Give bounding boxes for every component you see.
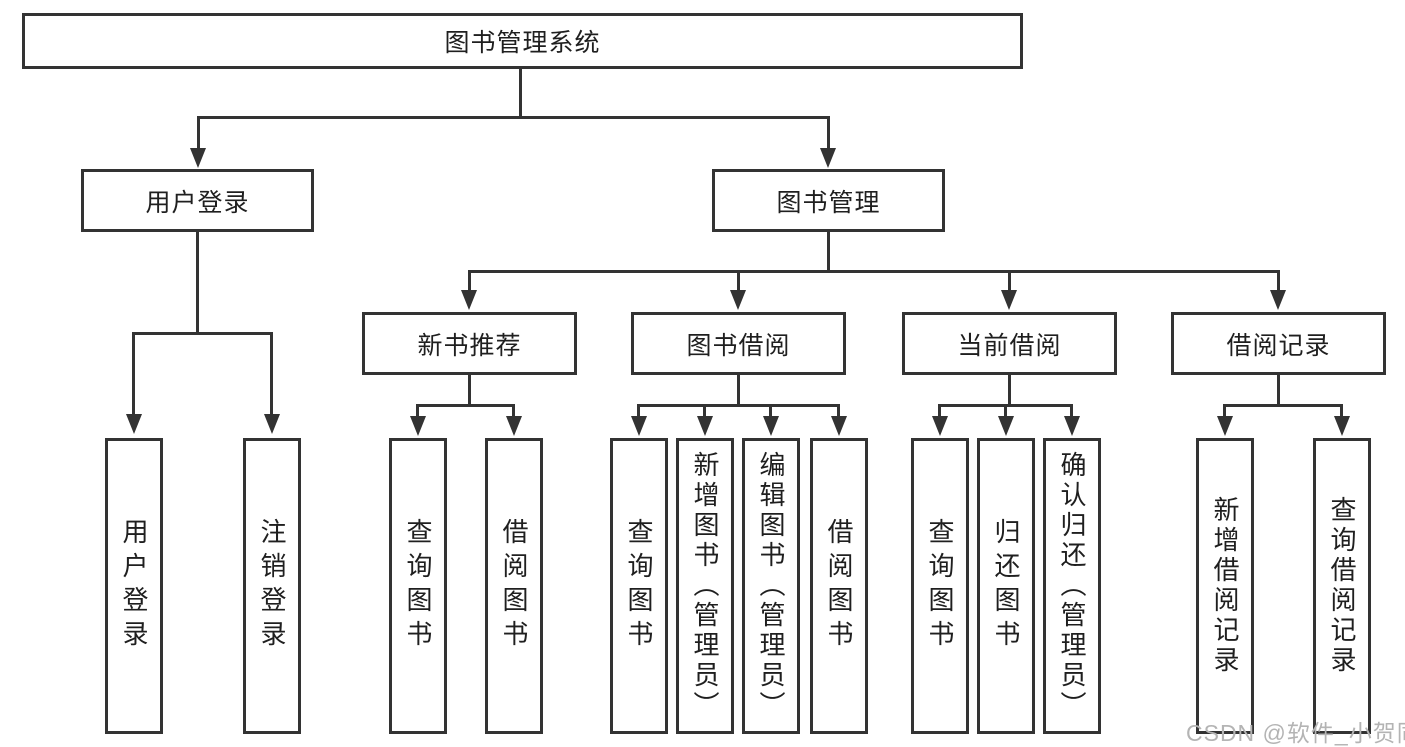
arrow-down-icon: [1334, 416, 1350, 436]
arrow-down-icon: [190, 148, 206, 168]
node-label: 借阅记录: [1226, 331, 1331, 360]
connector-user-login-stem: [196, 229, 199, 335]
node-book-management: 图书管理: [712, 169, 945, 232]
leaf-confirm-return-admin: 确认归还（管理员）: [1043, 438, 1101, 734]
leaf-label: 查询借阅记录: [1327, 496, 1357, 676]
connector-book-management-split: [468, 270, 1280, 273]
node-label: 当前借阅: [957, 331, 1062, 360]
arrow-down-icon: [932, 416, 948, 436]
node-label: 图书管理: [776, 188, 881, 217]
leaf-label: 借阅图书: [824, 518, 854, 654]
node-new-book-recommend: 新书推荐: [362, 312, 577, 375]
leaf-label: 新增借阅记录: [1210, 496, 1240, 676]
arrow-down-icon: [1217, 416, 1233, 436]
leaf-label: 新增图书（管理员）: [690, 451, 720, 721]
connector-drop-book-management: [827, 116, 830, 152]
connector-drop-borrow-records: [1277, 270, 1280, 292]
leaf-query-books-borrow: 查询图书: [610, 438, 668, 734]
leaf-add-borrow-record: 新增借阅记录: [1196, 438, 1254, 734]
leaf-return-book: 归还图书: [977, 438, 1035, 734]
node-current-borrow: 当前借阅: [902, 312, 1117, 375]
connector-user-login-split: [132, 332, 273, 335]
arrow-down-icon: [1064, 416, 1080, 436]
connector-drop: [1004, 404, 1007, 418]
node-label: 新书推荐: [417, 331, 522, 360]
connector-drop: [416, 404, 419, 418]
connector-drop-user-login: [197, 116, 200, 152]
leaf-query-books-current: 查询图书: [911, 438, 969, 734]
connector-drop: [1223, 404, 1226, 418]
connector-drop: [1340, 404, 1343, 418]
leaf-label: 编辑图书（管理员）: [756, 451, 786, 721]
leaf-label: 归还图书: [991, 518, 1021, 654]
leaf-edit-book-admin: 编辑图书（管理员）: [742, 438, 800, 734]
connector-drop-leaf-user-login: [132, 332, 135, 416]
leaf-label: 借阅图书: [499, 518, 529, 654]
connector-drop: [512, 404, 515, 418]
connector-drop-leaf-logout: [270, 332, 273, 416]
arrow-down-icon: [730, 290, 746, 310]
leaf-borrow-books: 借阅图书: [810, 438, 868, 734]
leaf-label: 确认归还（管理员）: [1057, 451, 1087, 721]
arrow-down-icon: [820, 148, 836, 168]
arrow-down-icon: [998, 416, 1014, 436]
node-book-borrow: 图书借阅: [631, 312, 846, 375]
arrow-down-icon: [461, 290, 477, 310]
arrow-down-icon: [126, 414, 142, 434]
connector-new-book-stem: [468, 373, 471, 407]
arrow-down-icon: [697, 416, 713, 436]
connector-drop: [637, 404, 640, 418]
csdn-watermark: CSDN @软件_小贺同学: [1186, 720, 1405, 746]
node-label: 图书借阅: [686, 331, 791, 360]
leaf-query-books-recommend: 查询图书: [389, 438, 447, 734]
arrow-down-icon: [264, 414, 280, 434]
arrow-down-icon: [831, 416, 847, 436]
arrow-down-icon: [506, 416, 522, 436]
connector-drop: [703, 404, 706, 418]
connector-new-book-split: [416, 404, 515, 407]
leaf-label: 查询图书: [624, 518, 654, 654]
connector-drop: [938, 404, 941, 418]
connector-root-stem: [519, 66, 522, 119]
leaf-label: 查询图书: [925, 518, 955, 654]
connector-current-borrow-stem: [1008, 373, 1011, 407]
node-borrow-records: 借阅记录: [1171, 312, 1386, 375]
node-label: 图书管理系统: [444, 29, 601, 57]
node-library-management-system: 图书管理系统: [22, 13, 1023, 69]
arrow-down-icon: [410, 416, 426, 436]
connector-borrow-records-split: [1223, 404, 1343, 407]
leaf-label: 注销登录: [257, 518, 287, 654]
connector-root-split: [197, 116, 830, 119]
arrow-down-icon: [631, 416, 647, 436]
leaf-query-borrow-record: 查询借阅记录: [1313, 438, 1371, 734]
node-user-login: 用户登录: [81, 169, 314, 232]
connector-drop-book-borrow: [737, 270, 740, 292]
leaf-user-login: 用户登录: [105, 438, 163, 734]
connector-drop-new-book-recommend: [468, 270, 471, 292]
arrow-down-icon: [1270, 290, 1286, 310]
leaf-borrow-books-recommend: 借阅图书: [485, 438, 543, 734]
arrow-down-icon: [763, 416, 779, 436]
connector-drop: [1070, 404, 1073, 418]
connector-drop: [769, 404, 772, 418]
leaf-logout: 注销登录: [243, 438, 301, 734]
arrow-down-icon: [1001, 290, 1017, 310]
connector-book-management-stem: [827, 229, 830, 273]
connector-drop-current-borrow: [1008, 270, 1011, 292]
leaf-label: 用户登录: [119, 518, 149, 654]
connector-drop: [837, 404, 840, 418]
connector-book-borrow-split: [637, 404, 840, 407]
connector-borrow-records-stem: [1277, 373, 1280, 407]
leaf-label: 查询图书: [403, 518, 433, 654]
connector-book-borrow-stem: [737, 373, 740, 407]
node-label: 用户登录: [145, 188, 250, 217]
leaf-add-book-admin: 新增图书（管理员）: [676, 438, 734, 734]
